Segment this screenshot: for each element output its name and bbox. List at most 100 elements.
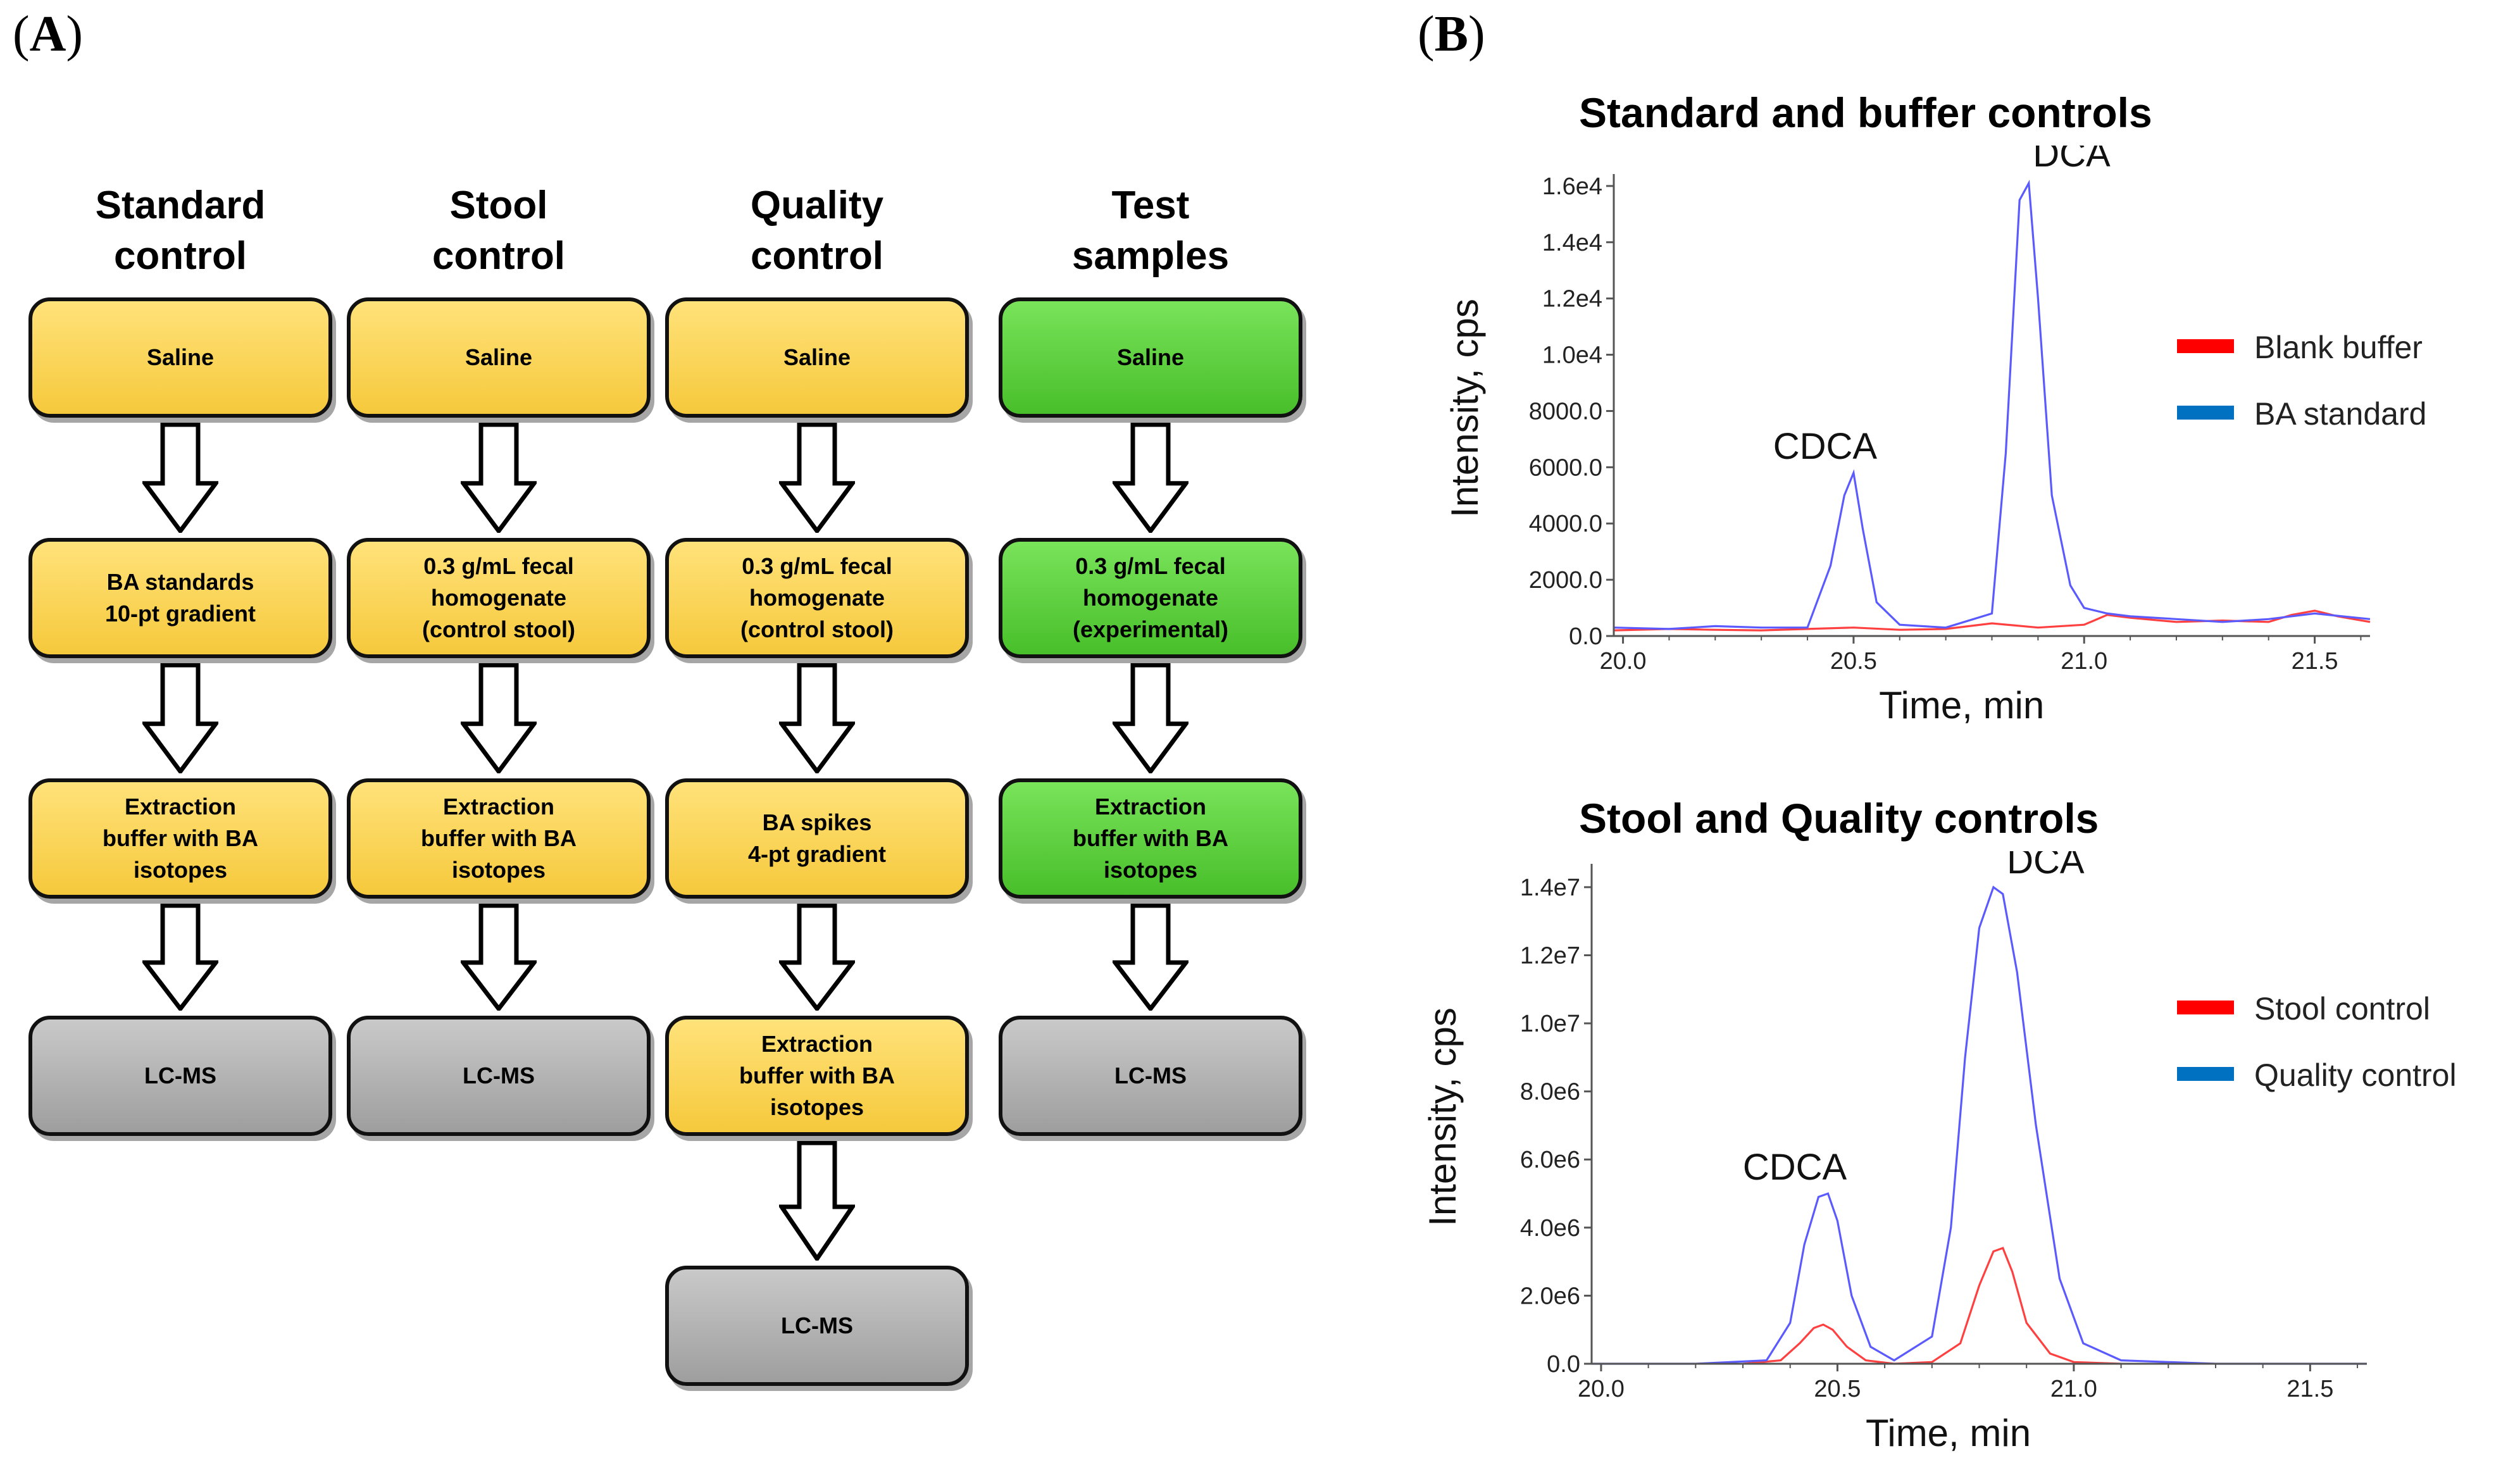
x-tick-label: 21.0 [2061, 648, 2107, 675]
down-arrow-icon [779, 904, 855, 1011]
step-box: 0.3 g/mL fecal homogenate (experimental) [999, 538, 1302, 658]
y-tick-label: 4.0e6 [1520, 1215, 1580, 1242]
step-label: 0.3 g/mL fecal homogenate (control stool… [422, 553, 575, 642]
step-box: Saline [347, 297, 651, 418]
column-header-test-samples: Test samples [1071, 184, 1230, 278]
step-label: LC-MS [1114, 1063, 1187, 1088]
step-label: 0.3 g/mL fecal homogenate (control stool… [740, 553, 894, 642]
down-arrow-icon [461, 904, 537, 1011]
chart-2-title: Stool and Quality controls [1579, 795, 2099, 842]
y-tick-label: 1.0e4 [1542, 342, 1602, 369]
peak-label-cdca: CDCA [1773, 426, 1878, 467]
step-box: Saline [999, 297, 1302, 418]
chromatogram-panel: (B) Standard and buffer controls Stool a… [1367, 0, 2508, 1458]
step-label: Saline [465, 344, 533, 370]
y-tick-label: 1.6e4 [1542, 173, 1602, 200]
panel-a-label: (A) [13, 6, 84, 62]
y-tick-label: 0.0 [1547, 1351, 1580, 1378]
series-line-ba-standard [1613, 179, 2371, 630]
legend-label: Quality control [2254, 1057, 2457, 1093]
step-box: Extraction buffer with BA isotopes [28, 778, 332, 899]
step-label: BA standards 10-pt gradient [104, 569, 256, 627]
step-box: LC-MS [999, 1016, 1302, 1136]
step-label: LC-MS [144, 1063, 216, 1088]
step-box: Extraction buffer with BA isotopes [665, 1016, 969, 1136]
step-label: Extraction buffer with BA isotopes [739, 1031, 895, 1120]
step-box: 0.3 g/mL fecal homogenate (control stool… [665, 538, 969, 658]
y-tick-label: 2.0e6 [1520, 1283, 1580, 1309]
down-arrow-icon [461, 663, 537, 773]
y-tick-label: 1.4e7 [1520, 875, 1580, 901]
down-arrow-icon [461, 423, 537, 533]
step-box: 0.3 g/mL fecal homogenate (control stool… [347, 538, 651, 658]
peak-label-dca: DCA [2033, 146, 2111, 175]
peak-label-dca: DCA [2007, 851, 2085, 882]
step-label: LC-MS [463, 1063, 535, 1088]
series-line-quality-control [1592, 885, 2367, 1365]
step-box: LC-MS [28, 1016, 332, 1136]
step-label: BA spikes 4-pt gradient [747, 809, 886, 867]
down-arrow-icon [1113, 423, 1188, 533]
step-box: Extraction buffer with BA isotopes [347, 778, 651, 899]
step-label: Saline [1116, 344, 1185, 370]
step-box: LC-MS [665, 1266, 969, 1386]
step-label: Extraction buffer with BA isotopes [421, 794, 577, 883]
y-axis-label: Intensity, cps [1444, 299, 1486, 518]
step-label: Extraction buffer with BA isotopes [103, 794, 258, 883]
y-tick-label: 4000.0 [1529, 511, 1602, 537]
legend-label: Stool control [2254, 991, 2430, 1026]
y-tick-label: 8000.0 [1529, 398, 1602, 425]
y-tick-label: 1.2e4 [1542, 286, 1602, 313]
step-label: 0.3 g/mL fecal homogenate (experimental) [1072, 553, 1229, 642]
down-arrow-icon [142, 904, 218, 1011]
column-header-quality-control: Quality control [750, 184, 884, 278]
y-tick-label: 0.0 [1569, 623, 1602, 650]
step-box: BA standards 10-pt gradient [28, 538, 332, 658]
legend-label: BA standard [2254, 396, 2426, 432]
legend-label: Blank buffer [2254, 330, 2423, 365]
x-tick-label: 20.0 [1578, 1376, 1625, 1402]
legend-swatch-red [2177, 1001, 2234, 1014]
y-tick-label: 8.0e6 [1520, 1079, 1580, 1106]
column-header-stool-control: Stool control [432, 184, 566, 278]
step-box: LC-MS [347, 1016, 651, 1136]
step-box: BA spikes 4-pt gradient [665, 778, 969, 899]
y-tick-label: 1.0e7 [1520, 1011, 1580, 1037]
x-tick-label: 20.5 [1830, 648, 1877, 675]
down-arrow-icon [779, 423, 855, 533]
step-box: Saline [665, 297, 969, 418]
down-arrow-icon [1113, 663, 1188, 773]
x-tick-label: 21.5 [2287, 1376, 2333, 1402]
chart-2-stool-quality: 0.0 2.0e6 4.0e6 6.0e6 8.0e6 1.0e7 1.2e7 1.4e7 20… [1421, 851, 2457, 1454]
legend-swatch-blue [2177, 406, 2234, 420]
x-tick-label: 21.0 [2050, 1376, 2097, 1402]
x-tick-label: 20.0 [1600, 648, 1647, 675]
step-label: Extraction buffer with BA isotopes [1073, 794, 1228, 883]
y-tick-label: 6.0e6 [1520, 1147, 1580, 1173]
x-axis-label: Time, min [1866, 1412, 2031, 1454]
legend-swatch-blue [2177, 1067, 2234, 1081]
down-arrow-icon [1113, 904, 1188, 1011]
peak-label-cdca: CDCA [1743, 1147, 1847, 1188]
y-tick-label: 6000.0 [1529, 454, 1602, 481]
down-arrow-icon [142, 423, 218, 533]
y-axis-label: Intensity, cps [1421, 1007, 1464, 1226]
y-tick-label: 2000.0 [1529, 567, 1602, 594]
step-label: Saline [146, 344, 215, 370]
series-line-stool-control [1742, 1247, 2121, 1365]
step-label: Saline [783, 344, 851, 370]
x-axis-label: Time, min [1879, 684, 2044, 726]
down-arrow-icon [142, 663, 218, 773]
step-label: LC-MS [781, 1313, 853, 1338]
down-arrow-icon [779, 663, 855, 773]
x-tick-label: 21.5 [2292, 648, 2338, 675]
x-tick-label: 20.5 [1814, 1376, 1861, 1402]
panel-b-label: (B) [1418, 6, 1485, 62]
down-arrow-icon [779, 1141, 855, 1261]
step-box: Extraction buffer with BA isotopes [999, 778, 1302, 899]
y-tick-label: 1.4e4 [1542, 230, 1602, 256]
y-tick-label: 1.2e7 [1520, 942, 1580, 969]
legend-swatch-red [2177, 339, 2234, 353]
step-box: Saline [28, 297, 332, 418]
